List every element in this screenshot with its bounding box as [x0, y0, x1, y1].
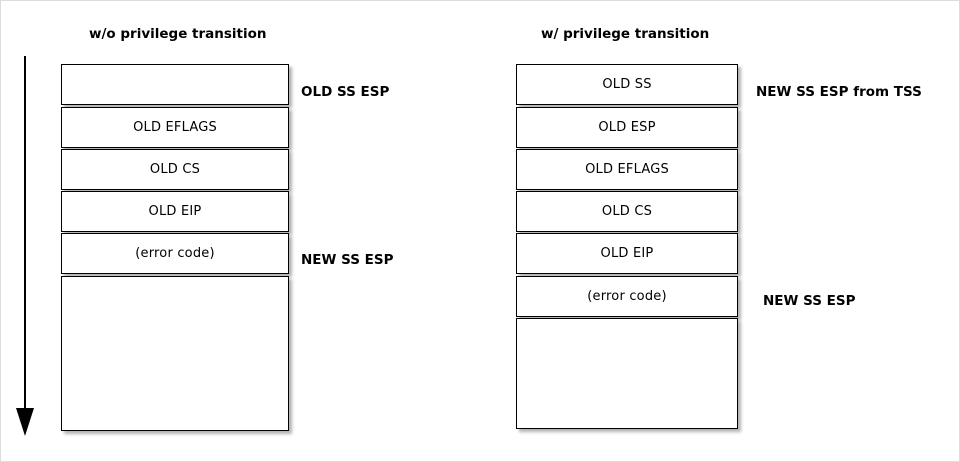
annotation-left-new-ss-esp: NEW SS ESP	[301, 252, 394, 268]
column-title-right: w/ privilege transition	[541, 26, 710, 42]
stack-cell-left-2: OLD CS	[61, 149, 289, 190]
stack-growth-arrow	[9, 56, 45, 441]
stack-cell-left-3: OLD EIP	[61, 191, 289, 232]
down-arrow-icon	[16, 56, 34, 436]
stack-cell-right-4: OLD EIP	[516, 233, 738, 274]
stack-cell-right-4-label: OLD EIP	[600, 246, 654, 261]
stack-cell-right-1: OLD ESP	[516, 107, 738, 148]
stack-cell-left-1: OLD EFLAGS	[61, 107, 289, 148]
stack-cell-right-1-label: OLD ESP	[598, 120, 656, 135]
stack-cell-right-3-label: OLD CS	[601, 204, 653, 219]
stack-cell-right-5-label: (error code)	[587, 289, 667, 304]
stack-cell-right-0-label: OLD SS	[602, 77, 652, 92]
stack-cell-left-0	[61, 64, 289, 105]
stack-cell-right-2: OLD EFLAGS	[516, 149, 738, 190]
stack-cell-left-5	[61, 276, 289, 431]
column-title-left: w/o privilege transition	[89, 26, 267, 42]
stack-cell-left-4: (error code)	[61, 233, 289, 274]
stack-cell-right-6	[516, 318, 738, 429]
annotation-right-new-ss-esp-from-tss: NEW SS ESP from TSS	[756, 84, 922, 100]
stack-cell-right-3: OLD CS	[516, 191, 738, 232]
annotation-right-new-ss-esp: NEW SS ESP	[763, 293, 856, 309]
stack-cell-left-1-label: OLD EFLAGS	[133, 120, 217, 135]
stack-cell-right-5: (error code)	[516, 276, 738, 317]
annotation-left-old-ss-esp: OLD SS ESP	[301, 84, 390, 100]
stack-cell-left-2-label: OLD CS	[149, 162, 201, 177]
stack-cell-left-4-label: (error code)	[135, 246, 215, 261]
stack-cell-right-0: OLD SS	[516, 64, 738, 105]
stack-cell-left-3-label: OLD EIP	[148, 204, 202, 219]
stack-cell-right-2-label: OLD EFLAGS	[585, 162, 669, 177]
